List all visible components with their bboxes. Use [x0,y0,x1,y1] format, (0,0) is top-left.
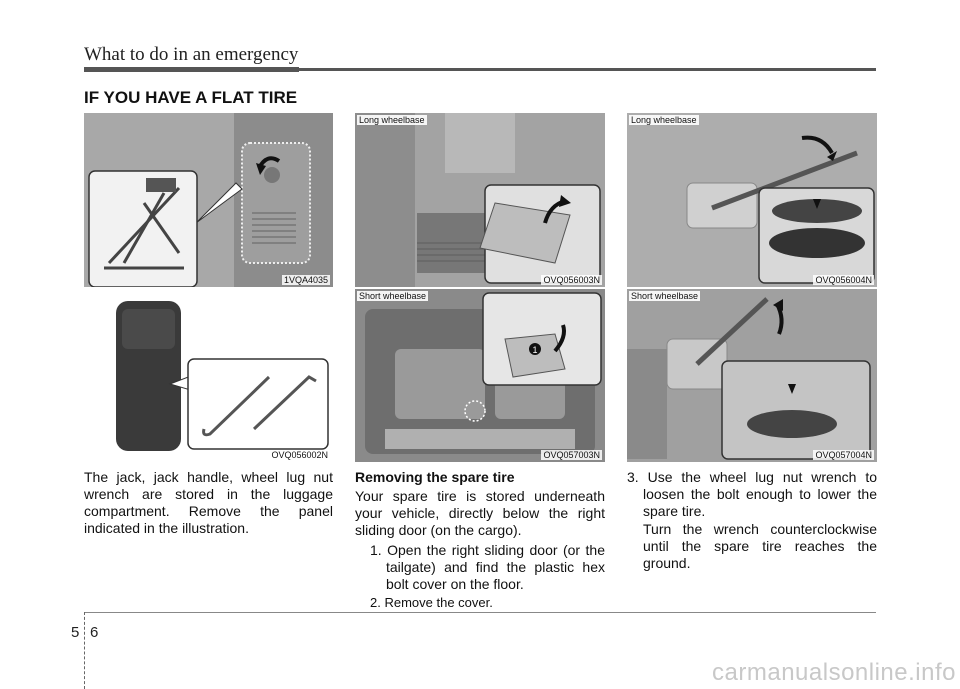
wheelbase-label: Short wheelbase [629,291,701,301]
jack-illustration [84,113,333,287]
step-3: 3. Use the wheel lug nut wrench to loose… [627,469,877,519]
chapter-number: 5 [71,624,80,641]
wheelbase-label: Long wheelbase [629,115,699,125]
wheelbase-label: Short wheelbase [357,291,429,301]
section-title: IF YOU HAVE A FLAT TIRE [84,88,298,107]
figure-short-cover: 1 Short wheelbase OVQ057003N [355,289,605,462]
column2-intro: Your spare tire is stored underneath you… [355,488,605,538]
column1-text: The jack, jack handle, wheel lug nut wre… [84,469,333,536]
figure-code: OVQ057003N [541,450,602,460]
running-header: What to do in an emergency [84,44,299,65]
figure-code: OVQ057004N [813,450,874,460]
footer-divider [84,612,85,689]
step-2: 2. Remove the cover. [370,595,493,610]
footer-rule [84,612,876,613]
figure-long-cover: Long wheelbase OVQ056003N [355,113,605,287]
tool-bag-illustration [84,289,333,462]
figure-code: OVQ056004N [813,275,874,285]
figure-code: 1VQA4035 [281,275,330,285]
page-number: 6 [90,624,99,641]
step-1: 1. Open the right sliding door (or the t… [370,542,605,592]
figure-code: OVQ056002N [269,450,330,460]
figure-short-wrench: Short wheelbase OVQ057004N [627,289,877,462]
wrench-long-illustration [627,113,877,287]
figure-code: OVQ056003N [541,275,602,285]
cargo-area-illustration: 1 [355,289,605,462]
figure-jack: 1VQA4035 [84,113,333,287]
wrench-short-illustration [627,289,877,462]
sliding-door-illustration [355,113,605,287]
column2-heading: Removing the spare tire [355,469,515,485]
watermark: carmanualsonline.info [712,659,956,686]
figure-long-wrench: Long wheelbase OVQ056004N [627,113,877,287]
header-rule [84,68,876,71]
figure-tools: OVQ056002N [84,289,333,462]
callout-marker: 1 [532,345,537,355]
step-3-detail: Turn the wrench counterclockwise until t… [643,521,877,571]
wheelbase-label: Long wheelbase [357,115,427,125]
